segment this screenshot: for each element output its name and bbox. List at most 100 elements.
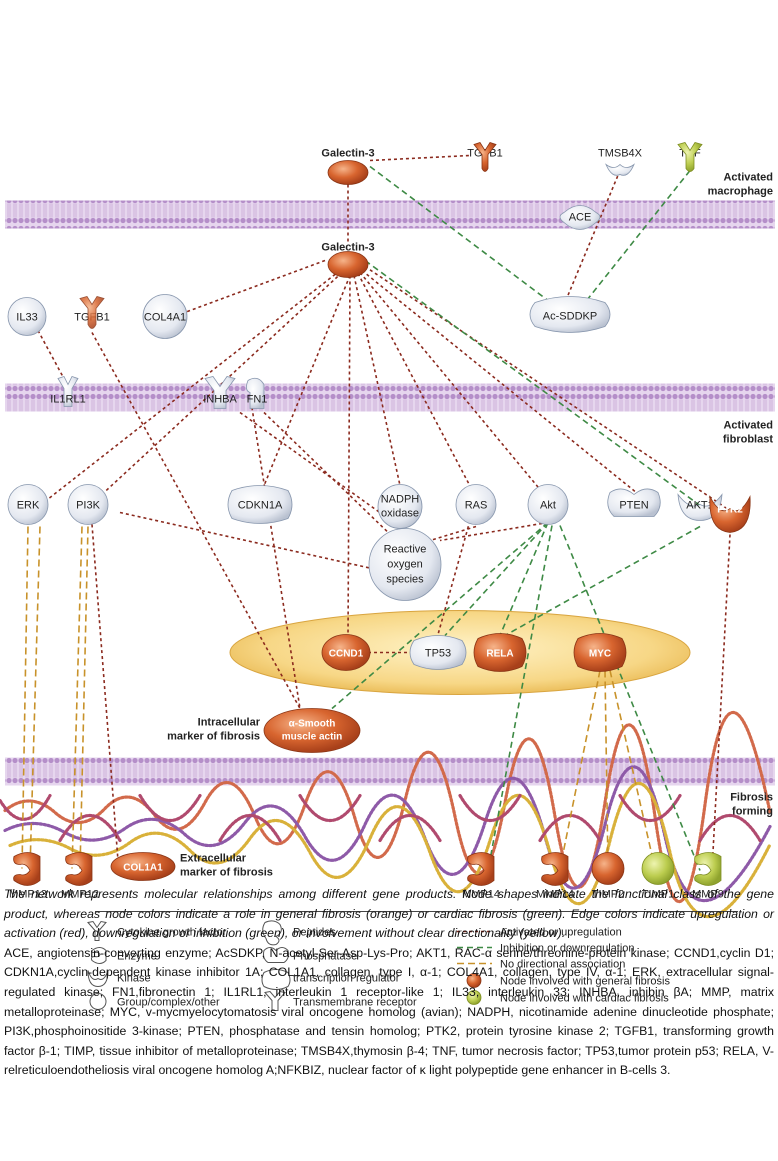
node-il33: IL33: [7, 297, 47, 336]
node-rela: RELA: [473, 633, 527, 672]
label-fibrosis-forming-2: forming: [732, 806, 773, 818]
tmsb4x-label: TMSB4X: [598, 148, 643, 160]
legend-general-node: [466, 973, 482, 988]
node-galectin3-mid: Galectin-3: [321, 242, 375, 278]
enzyme-icon: [90, 947, 107, 964]
node-nadph: NADPH oxidase: [377, 484, 423, 529]
pten-label: PTEN: [619, 500, 648, 512]
label-extracellular-2: marker of fibrosis: [180, 867, 273, 879]
mmp13-label: MMP13: [9, 889, 47, 901]
caption-paragraph-1: The network represents molecular relatio…: [4, 887, 774, 941]
node-pten: PTEN: [607, 488, 661, 517]
timp2-label: TIMP2: [592, 889, 624, 901]
legend-shape-7: transcription regulator: [293, 973, 400, 985]
label-fibrosis-forming-1: Fibrosis: [730, 792, 773, 804]
caption-paragraph-2: ACE, angiotensin-converting enzyme; AcSD…: [4, 945, 774, 1078]
acsddkp-label: Ac-SDDKP: [543, 311, 597, 323]
node-mmp14-a: MMP14: [462, 852, 500, 901]
edges-downregulation: [331, 165, 701, 871]
asma-line2: muscle actin: [282, 732, 343, 743]
node-col1a1: COL1A1: [110, 852, 176, 881]
node-tp53: TP53: [409, 635, 467, 670]
node-il1rl1: IL1RL1: [50, 376, 86, 407]
timp1-label: TIMP1: [642, 889, 674, 901]
legend-cardiac-node: [466, 990, 482, 1005]
akt-label: Akt: [540, 500, 556, 512]
node-mmp9: MMP9: [692, 852, 724, 901]
legend-line-2: Inhibition or downregulation: [500, 943, 635, 955]
legend-shape-4: Group/complex/other: [117, 997, 220, 1009]
node-galectin3-top: Galectin-3: [321, 148, 375, 185]
node-mmp13: MMP13: [9, 852, 47, 901]
legend-line-1: Activated or upregulation: [500, 927, 622, 939]
figure-caption: The network represents molecular relatio…: [4, 885, 774, 1081]
node-timp2: TIMP2: [591, 852, 625, 901]
legend-line-3: No directional association: [500, 959, 625, 971]
fibroblast-membrane: [5, 383, 775, 412]
ros-line1: Reactive: [384, 544, 427, 556]
group-icon: [89, 993, 107, 1010]
cytokine-icon: [87, 920, 107, 941]
tp53-label: TP53: [425, 648, 451, 660]
label-activated-fibroblast-2: fibroblast: [723, 434, 773, 446]
node-akt: Akt: [527, 484, 569, 525]
ras-label: RAS: [465, 500, 488, 512]
peptides-icon: [262, 920, 282, 946]
label-extracellular-1: Extracellular: [180, 853, 247, 865]
label-activated-macrophage-1: Activated: [723, 172, 773, 184]
node-timp1: TIMP1: [641, 852, 675, 901]
legend-shape-1: Cytokine growth factor: [117, 927, 227, 939]
node-alpha-sma: α-Smooth muscle actin: [263, 708, 361, 753]
il33-label: IL33: [16, 312, 37, 324]
node-fn1: FN1: [246, 377, 268, 409]
node-tnf: TNF: [677, 142, 703, 172]
cdkn1a-label: CDKN1A: [238, 500, 283, 512]
node-ccnd1: CCND1: [321, 634, 371, 671]
legend-shape-6: Phosphatase: [293, 951, 357, 963]
node-erk: ERK: [7, 484, 49, 525]
mmp14-b-label: MMP14: [536, 889, 574, 901]
node-cdkn1a: CDKN1A: [227, 485, 293, 524]
node-ras: RAS: [455, 484, 497, 525]
label-intracellular-1: Intracellular: [198, 717, 261, 729]
label-activated-fibroblast-1: Activated: [723, 420, 773, 432]
akt1-label: AKT1: [686, 500, 714, 512]
node-mmp14-b: MMP14: [536, 852, 574, 901]
node-reactive-oxygen-species: Reactive oxygen species: [368, 528, 442, 601]
node-pi3k: PI3K: [67, 484, 109, 525]
mmp9-label: MMP9: [692, 889, 724, 901]
edges-no-direction: [21, 526, 656, 869]
ace-label: ACE: [569, 212, 592, 224]
fn1-label: FN1: [247, 394, 268, 406]
col1a1-label: COL1A1: [123, 863, 163, 874]
pi3k-label: PI3K: [76, 500, 101, 512]
ros-line3: species: [386, 574, 424, 586]
node-ptk2: PTK2: [709, 494, 751, 533]
ros-line2: oxygen: [387, 559, 422, 571]
node-ace: ACE: [559, 205, 601, 230]
node-acsddkp: Ac-SDDKP: [529, 296, 611, 333]
asma-line1: α-Smooth: [289, 719, 336, 730]
receptor-icon: [264, 990, 286, 1011]
node-tgfb1-mid: TGFB1: [74, 296, 110, 329]
label-intracellular-2: marker of fibrosis: [167, 731, 260, 743]
galectin3-mid-label: Galectin-3: [321, 242, 374, 254]
kinase-icon: [87, 970, 109, 988]
mmp12-label: MMP12: [61, 889, 99, 901]
ptk2-label: PTK2: [717, 505, 743, 516]
transcription-regulator-icon: [261, 969, 291, 990]
myc-label: MYC: [589, 649, 611, 660]
nadph-label-line1: NADPH: [381, 494, 420, 506]
label-activated-macrophage-2: macrophage: [708, 186, 773, 198]
nadph-label-line2: oxidase: [381, 508, 419, 520]
ccnd1-label: CCND1: [329, 649, 364, 660]
rela-label: RELA: [486, 649, 513, 660]
node-myc: MYC: [573, 633, 627, 672]
erk-label: ERK: [17, 500, 40, 512]
legend: Cytokine growth factor Enzyme Kinase Gro…: [87, 920, 670, 1011]
node-inhba: INHBA: [203, 376, 237, 409]
col4a1-label: COL4A1: [144, 312, 186, 324]
legend-shape-8: Transmembrane receptor: [293, 997, 417, 1009]
il1rl1-label: IL1RL1: [50, 394, 85, 406]
